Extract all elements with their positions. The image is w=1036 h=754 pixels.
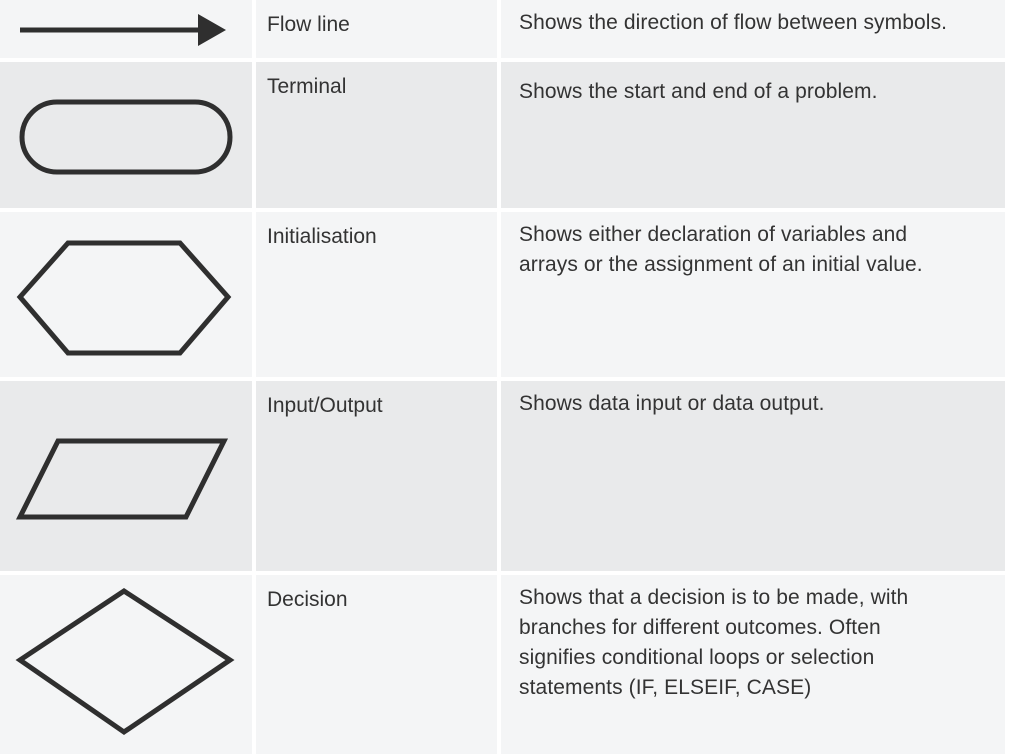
symbol-name-cell: Terminal	[256, 62, 497, 208]
symbol-description-cell: Shows the direction of flow between symb…	[501, 0, 1005, 58]
symbol-description-cell: Shows either declaration of variables an…	[501, 212, 1005, 377]
parallelogram-icon	[15, 438, 229, 520]
symbol-description: Shows that a decision is to be made, wit…	[519, 586, 909, 699]
symbol-description-cell: Shows data input or data output.	[501, 381, 1005, 571]
symbol-name: Initialisation	[267, 225, 377, 248]
symbol-cell	[0, 575, 252, 754]
symbol-description: Shows data input or data output.	[519, 392, 825, 415]
symbol-description: Shows the direction of flow between symb…	[519, 11, 948, 34]
table-row-initialisation: Initialisation Shows either declaration …	[0, 212, 1036, 377]
symbol-cell	[0, 381, 252, 571]
symbol-name-cell: Initialisation	[256, 212, 497, 377]
symbol-name: Flow line	[267, 13, 350, 36]
symbol-description: Shows the start and end of a problem.	[519, 80, 878, 103]
hexagon-icon	[16, 240, 232, 356]
table-row-flow-line: Flow line Shows the direction of flow be…	[0, 0, 1036, 58]
symbol-name: Decision	[267, 588, 348, 611]
symbol-cell	[0, 62, 252, 208]
symbol-description-cell: Shows the start and end of a problem.	[501, 62, 1005, 208]
table-row-input-output: Input/Output Shows data input or data ou…	[0, 381, 1036, 571]
symbol-name-cell: Input/Output	[256, 381, 497, 571]
arrow-right-icon	[20, 14, 226, 46]
symbol-description: Shows either declaration of variables an…	[519, 223, 923, 276]
symbol-cell	[0, 212, 252, 377]
table-row-terminal: Terminal Shows the start and end of a pr…	[0, 62, 1036, 208]
symbol-name: Terminal	[267, 75, 347, 98]
symbol-name-cell: Decision	[256, 575, 497, 754]
table-row-decision: Decision Shows that a decision is to be …	[0, 575, 1036, 754]
symbol-name-cell: Flow line	[256, 0, 497, 58]
symbol-cell	[0, 0, 252, 58]
diamond-icon	[15, 588, 235, 736]
symbol-name: Input/Output	[267, 394, 383, 417]
symbol-description-cell: Shows that a decision is to be made, wit…	[501, 575, 1005, 754]
rounded-rectangle-icon	[19, 99, 233, 175]
